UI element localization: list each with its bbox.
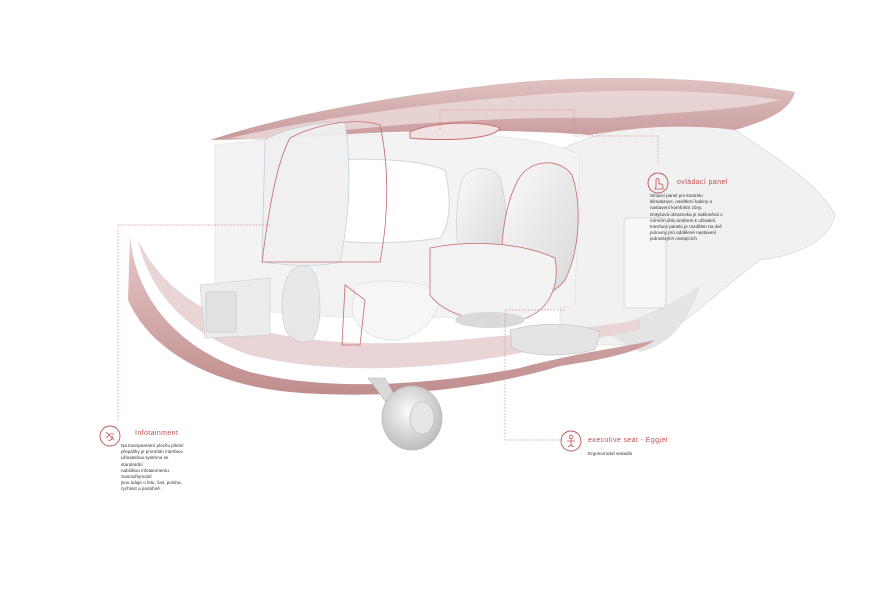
callout-executive-seat-title: executive seat - Eggjet: [588, 437, 669, 444]
seat-person-icon: [560, 430, 582, 452]
seat-base: [455, 312, 525, 328]
ceiling-panel: [409, 122, 501, 140]
aircraft-body: [128, 77, 836, 451]
leader-line-control-panel: [439, 109, 659, 164]
leader-line-executive-seat: [504, 309, 565, 441]
rear-access-panel: [623, 217, 667, 309]
cabinet-drawer: [205, 291, 237, 333]
callout-infotainment-body: Na transparentní plochu pilotní přepážky…: [121, 443, 184, 492]
cockpit-partition: [261, 121, 350, 266]
touch-hand-icon: [647, 172, 669, 194]
partition-outline: [261, 121, 388, 263]
callout-control-panel-title: ovládací panel: [677, 179, 728, 186]
executive-seat-cushion: [429, 243, 557, 322]
floor-console: [351, 280, 441, 341]
rear-fuselage-shade: [600, 285, 700, 352]
leader-lines: [117, 109, 659, 441]
callout-control-panel: ovládací panel Stropní panel pro kontrol…: [650, 179, 728, 241]
console-frame: [341, 284, 366, 346]
roof-highlight: [230, 90, 780, 140]
penguin-figurine: [281, 265, 321, 343]
callout-infotainment-title: Infotainment: [135, 430, 179, 437]
callout-executive-seat-body: Ergonomické sedadlo: [588, 451, 633, 456]
callout-executive-seat: executive seat - Eggjet Ergonomické seda…: [588, 437, 669, 456]
seat-mechanism: [509, 323, 601, 356]
infotainment-icon: [99, 425, 121, 447]
cabin-window: [329, 158, 450, 244]
leader-line-infotainment: [117, 224, 270, 420]
wheel-hub: [409, 401, 435, 435]
callout-infotainment: Infotainment Na transparentní plochu pil…: [121, 430, 184, 491]
callout-control-panel-body: Stropní panel pro kontrolu klimatizace, …: [650, 193, 723, 242]
